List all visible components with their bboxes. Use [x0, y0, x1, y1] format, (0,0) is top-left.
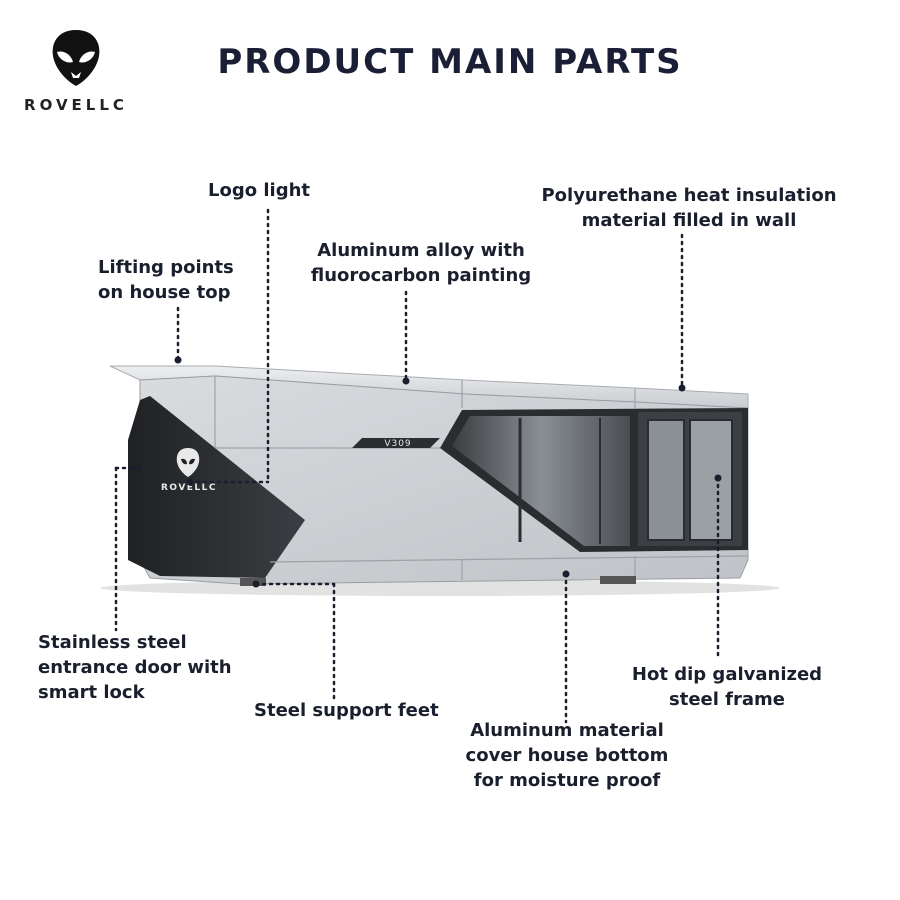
- callout-dot: [562, 570, 570, 578]
- house-logo-text: ROVELLC: [161, 483, 217, 493]
- brand-logo: ROVELLC: [20, 28, 132, 114]
- model-badge: [352, 438, 440, 448]
- callout-dot: [252, 580, 260, 588]
- house-shadow: [100, 580, 780, 596]
- callout-dot: [174, 356, 182, 364]
- callout-dot: [402, 377, 410, 385]
- callout-aluminum-alloy: Aluminum alloy with fluorocarbon paintin…: [310, 240, 532, 286]
- callout-dot: [678, 384, 686, 392]
- support-foot: [600, 576, 636, 584]
- entrance-door-panel: [128, 396, 305, 578]
- callout-dot: [714, 474, 722, 482]
- callout-dot: [134, 464, 142, 472]
- alien-head-icon: [52, 30, 100, 86]
- house-logo: ROVELLC: [161, 448, 217, 493]
- callout-lifting-points: Lifting points on house top: [98, 257, 234, 303]
- callout-bottom-cover: Aluminum material cover house bottom for…: [465, 720, 669, 791]
- model-badge-text: V309: [384, 439, 411, 449]
- callout-steel-frame: Hot dip galvanized steel frame: [631, 664, 823, 710]
- page-title: PRODUCT MAIN PARTS: [217, 42, 683, 82]
- callout-support-feet: Steel support feet: [254, 700, 439, 721]
- callout-logo-light: Logo light: [208, 180, 310, 201]
- brand-name: ROVELLC: [24, 96, 128, 114]
- callout-polyurethane: Polyurethane heat insulation material fi…: [541, 185, 837, 231]
- callout-stainless-door: Stainless steel entrance door with smart…: [38, 632, 232, 703]
- callout-dot: [186, 478, 194, 486]
- support-foot: [240, 578, 266, 586]
